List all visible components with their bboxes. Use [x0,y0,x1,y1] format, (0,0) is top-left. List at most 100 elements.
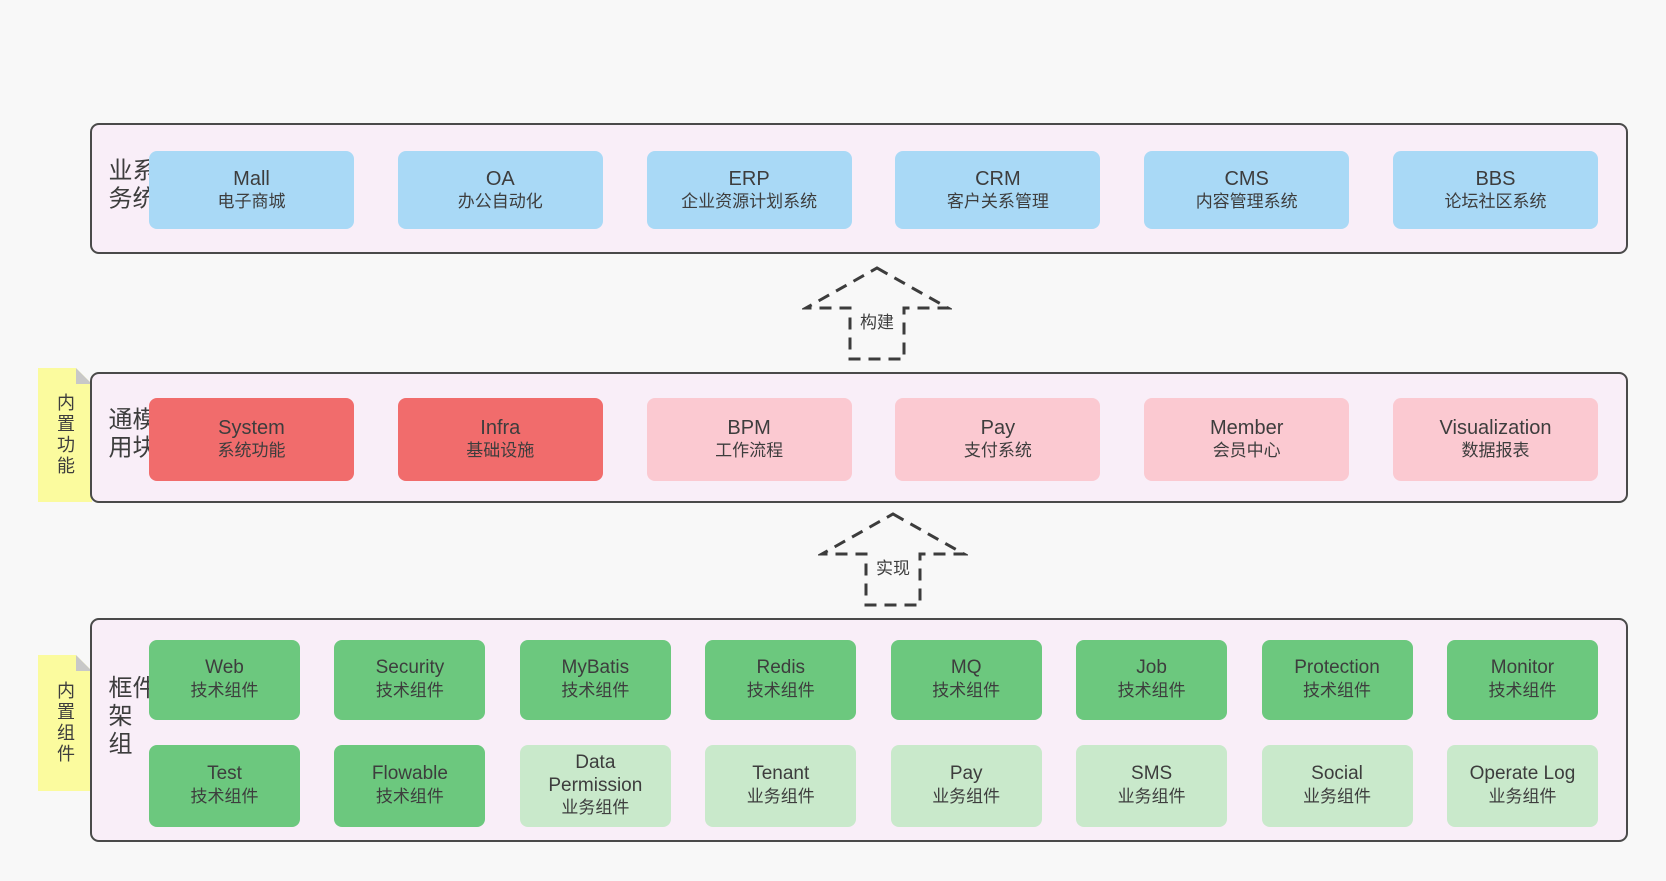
box-name: Tenant [752,763,810,785]
box-name: ERP [728,167,770,190]
box-subtitle: 技术组件 [375,786,444,806]
box-operate-log: Operate Log 业务组件 [1446,745,1598,827]
box-name: Redis [756,657,806,679]
modules-boxes-row: System 系统功能 Infra 基础设施 BPM 工作流程 Pay 支付系统… [149,398,1598,481]
box-subtitle: 技术组件 [932,680,1001,700]
layer-common-modules: 通用模块 System 系统功能 Infra 基础设施 BPM 工作流程 Pay… [90,372,1628,503]
box-web: Web 技术组件 [149,640,300,720]
box-name: MyBatis [561,657,630,679]
box-name: Operate Log [1469,763,1576,785]
box-name: CMS [1224,167,1269,190]
box-subtitle: 技术组件 [190,680,259,700]
box-subtitle: 技术组件 [1488,680,1557,700]
box-subtitle: 电子商城 [217,191,286,211]
layer-label-modules: 通用模块 [104,405,155,462]
box-test: Test 技术组件 [149,745,300,827]
box-name: SMS [1131,763,1173,785]
box-name: System [218,417,285,440]
box-subtitle: 技术组件 [1117,680,1186,700]
box-social: Social 业务组件 [1261,745,1413,827]
box-name: Test [207,763,242,785]
box-subtitle: 技术组件 [746,680,815,700]
box-subtitle: 业务组件 [1303,786,1372,806]
box-name: Infra [480,417,521,440]
note-text: 内置组件 [55,681,75,765]
note-text: 内置功能 [55,393,75,477]
sticky-note-built-in-features: 内置功能 [38,368,92,502]
layer-label-business: 业务系统 [104,156,155,213]
box-bpm: BPM 工作流程 [646,398,852,481]
business-boxes-row: Mall 电子商城 OA 办公自动化 ERP 企业资源计划系统 CRM 客户关系… [149,151,1598,229]
box-protection: Protection 技术组件 [1261,640,1413,720]
box-subtitle: 业务组件 [1488,786,1557,806]
layer-label-components: 框架组件 [104,675,155,759]
box-job: Job 技术组件 [1076,640,1228,720]
box-subtitle: 工作流程 [715,441,784,461]
box-subtitle: 业务组件 [561,798,630,818]
arrow-implement-label: 实现 [872,554,914,579]
box-name: CRM [975,167,1021,190]
box-name: Social [1311,763,1363,785]
box-pay-business: Pay 业务组件 [890,745,1042,827]
box-subtitle: 内容管理系统 [1195,191,1298,211]
box-erp: ERP 企业资源计划系统 [646,151,852,229]
box-name: BPM [727,417,771,440]
sticky-note-built-in-components: 内置组件 [38,655,92,791]
arrow-build: 构建 [802,265,952,363]
box-name: Protection [1294,657,1380,679]
box-name: Pay [980,417,1016,440]
box-name: MQ [950,657,982,679]
components-row-2: Test 技术组件 Flowable 技术组件 Data Permission … [149,745,1598,827]
box-subtitle: 技术组件 [1303,680,1372,700]
box-name: Security [375,657,445,679]
box-subtitle: 支付系统 [963,441,1032,461]
box-infra: Infra 基础设施 [397,398,603,481]
box-name: Job [1136,657,1167,679]
box-pay: Pay 支付系统 [895,398,1101,481]
box-name: Visualization [1439,417,1552,440]
box-subtitle: 数据报表 [1461,441,1530,461]
box-oa: OA 办公自动化 [397,151,603,229]
box-subtitle: 技术组件 [561,680,630,700]
box-name: Mall [233,167,270,190]
box-tenant: Tenant 业务组件 [705,745,857,827]
layer-framework-components: 框架组件 Web 技术组件 Security 技术组件 MyBatis 技术组件… [90,618,1628,842]
box-name: Monitor [1490,657,1555,679]
box-subtitle: 技术组件 [190,786,259,806]
box-mybatis: MyBatis 技术组件 [519,640,671,720]
box-subtitle: 办公自动化 [457,191,543,211]
box-visualization: Visualization 数据报表 [1392,398,1598,481]
box-name: BBS [1475,167,1516,190]
box-system: System 系统功能 [149,398,354,481]
layer-business-systems: 业务系统 Mall 电子商城 OA 办公自动化 ERP 企业资源计划系统 CRM… [90,123,1628,254]
box-mall: Mall 电子商城 [149,151,354,229]
box-name: Pay [949,763,983,785]
arrow-build-label: 构建 [856,308,898,333]
box-sms: SMS 业务组件 [1076,745,1228,827]
box-name: Flowable [371,763,448,785]
box-subtitle: 企业资源计划系统 [681,191,818,211]
box-subtitle: 业务组件 [932,786,1001,806]
up-arrow-icon [818,512,968,607]
up-arrow-icon [802,266,952,361]
box-crm: CRM 客户关系管理 [895,151,1101,229]
box-data-permission: Data Permission 业务组件 [519,745,671,827]
box-cms: CMS 内容管理系统 [1144,151,1350,229]
box-subtitle: 会员中心 [1212,441,1281,461]
box-subtitle: 论坛社区系统 [1444,191,1547,211]
box-bbs: BBS 论坛社区系统 [1392,151,1598,229]
box-member: Member 会员中心 [1144,398,1350,481]
box-subtitle: 系统功能 [217,441,286,461]
box-subtitle: 基础设施 [466,441,535,461]
box-name: OA [485,167,515,190]
box-name: Member [1210,417,1284,440]
box-subtitle: 业务组件 [1117,786,1186,806]
box-redis: Redis 技术组件 [705,640,857,720]
box-subtitle: 客户关系管理 [946,191,1049,211]
box-name: Web [205,657,244,679]
box-security: Security 技术组件 [334,640,486,720]
arrow-implement: 实现 [818,511,968,609]
box-monitor: Monitor 技术组件 [1446,640,1598,720]
box-subtitle: 业务组件 [746,786,815,806]
